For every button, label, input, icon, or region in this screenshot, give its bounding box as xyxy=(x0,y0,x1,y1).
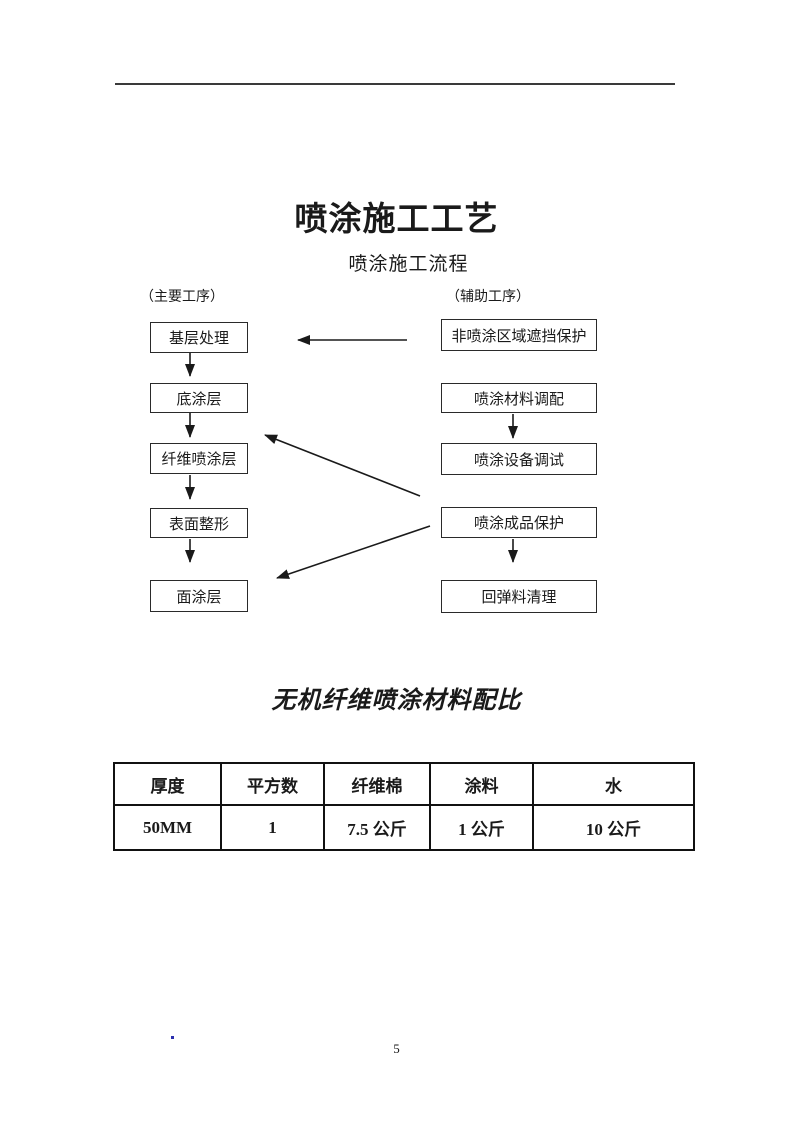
flow-box-finished-product-protection: 喷涂成品保护 xyxy=(441,507,597,538)
page-number: 5 xyxy=(393,1041,400,1056)
flow-box-fiber-spray-layer: 纤维喷涂层 xyxy=(150,443,248,474)
header-rule xyxy=(115,83,675,85)
flow-box-label: 面涂层 xyxy=(176,589,222,606)
aux-process-column-label: （辅助工序） xyxy=(446,290,530,305)
flow-box-surface-shaping: 表面整形 xyxy=(150,508,248,538)
flow-box-label: 非喷涂区域遮挡保护 xyxy=(451,328,587,345)
col-header-square-meters: 平方数 xyxy=(220,762,325,806)
material-ratio-table: 厚度 平方数 纤维棉 涂料 水 50MM 1 7.5 公斤 1 公斤 10 公斤 xyxy=(113,762,695,851)
flow-box-rebound-cleanup: 回弹料清理 xyxy=(441,580,597,613)
cell-water: 10 公斤 xyxy=(532,804,695,851)
flow-box-label: 表面整形 xyxy=(168,516,229,533)
col-header-fiber-cotton: 纤维棉 xyxy=(323,762,431,806)
col-header-water: 水 xyxy=(532,762,695,806)
flowchart-title: 喷涂施工流程 xyxy=(348,254,469,275)
table-header-row: 厚度 平方数 纤维棉 涂料 水 xyxy=(113,762,695,806)
cell-coating: 1 公斤 xyxy=(429,804,534,851)
flow-box-equipment-debugging: 喷涂设备调试 xyxy=(441,443,597,475)
flow-box-label: 喷涂成品保护 xyxy=(473,516,564,532)
flow-box-label: 底涂层 xyxy=(176,391,222,408)
flow-box-label: 基层处理 xyxy=(168,331,229,347)
flow-box-label: 纤维喷涂层 xyxy=(161,452,237,468)
flow-box-label: 回弹料清理 xyxy=(481,590,557,606)
cell-square-meters: 1 xyxy=(220,804,325,851)
flow-box-primer-layer: 底涂层 xyxy=(150,383,248,413)
flow-box-base-treatment: 基层处理 xyxy=(150,322,248,353)
col-header-coating: 涂料 xyxy=(429,762,534,806)
stray-period-mark xyxy=(171,1036,174,1039)
cell-thickness: 50MM xyxy=(113,804,222,851)
flow-box-label: 喷涂设备调试 xyxy=(473,452,564,469)
flow-box-top-coat: 面涂层 xyxy=(150,580,248,612)
ratio-table-heading: 无机纤维喷涂材料配比 xyxy=(271,688,522,714)
cell-fiber-cotton: 7.5 公斤 xyxy=(323,804,431,851)
flow-box-label: 喷涂材料调配 xyxy=(473,391,564,408)
col-header-thickness: 厚度 xyxy=(113,762,222,806)
page-title: 喷涂施工工艺 xyxy=(294,202,499,238)
main-process-column-label: （主要工序） xyxy=(140,290,224,305)
flow-box-masking-protection: 非喷涂区域遮挡保护 xyxy=(441,319,597,351)
table-row: 50MM 1 7.5 公斤 1 公斤 10 公斤 xyxy=(113,804,695,851)
flow-box-material-mixing: 喷涂材料调配 xyxy=(441,383,597,413)
